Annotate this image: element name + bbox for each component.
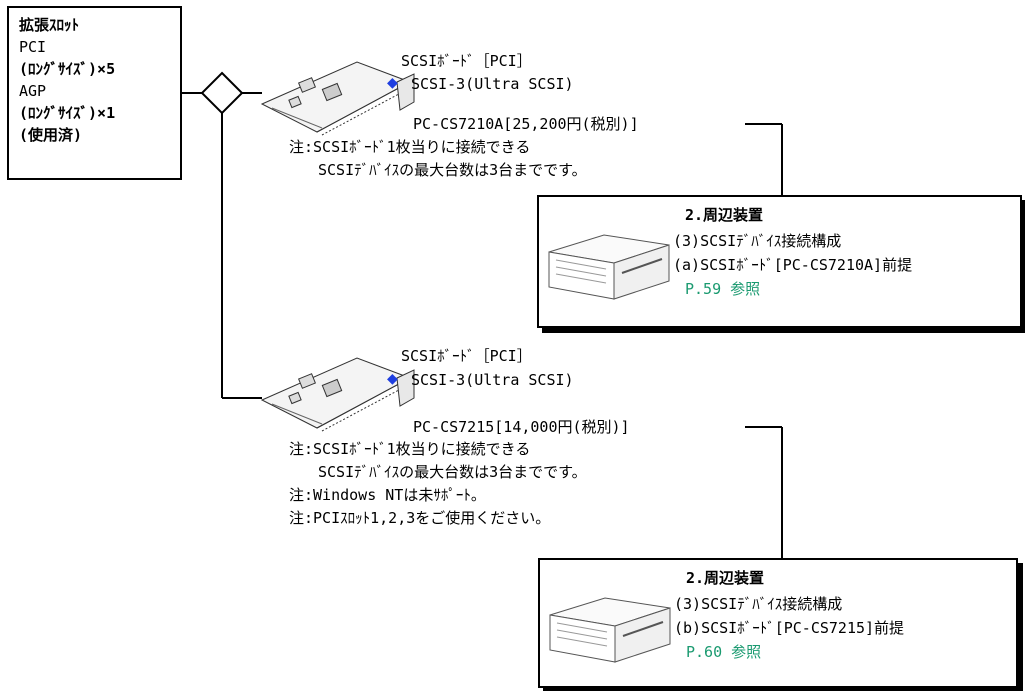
ref-1-line-1: (3)SCSIﾃﾞﾊﾞｲｽ接続構成 xyxy=(673,232,842,250)
ref-1-section: 2.周辺装置 xyxy=(685,206,764,224)
board-2-spec: SCSI-3(Ultra SCSI) xyxy=(411,371,574,389)
ref-1-line-2: (a)SCSIﾎﾞｰﾄﾞ[PC-CS7210A]前提 xyxy=(673,256,913,274)
slot-line-used: (使用済) xyxy=(19,126,83,144)
board-1-note-line-2: SCSIﾃﾞﾊﾞｲｽの最大台数は3台までです。 xyxy=(318,161,587,179)
board-1-spec: SCSI-3(Ultra SCSI) xyxy=(411,75,574,93)
ref-2-page-link[interactable]: P.60 参照 xyxy=(686,643,762,661)
reference-box-scsi-device-a[interactable]: 2.周辺装置 (3)SCSIﾃﾞﾊﾞｲｽ接続構成 (a)SCSIﾎﾞｰﾄﾞ[PC… xyxy=(537,195,1022,328)
board-2-bullet-diamond: ◆ xyxy=(387,368,398,389)
board-2-note-line-2: SCSIﾃﾞﾊﾞｲｽの最大台数は3台までです。 xyxy=(318,463,587,481)
ref-2-line-2: (b)SCSIﾎﾞｰﾄﾞ[PC-CS7215]前提 xyxy=(674,619,905,637)
expansion-slot-box: 拡張ｽﾛｯﾄ PCI (ﾛﾝｸﾞｻｲｽﾞ)×5 AGP (ﾛﾝｸﾞｻｲｽﾞ)×1… xyxy=(7,6,182,180)
slot-line-pci-size: (ﾛﾝｸﾞｻｲｽﾞ)×5 xyxy=(19,60,116,78)
slot-title: 拡張ｽﾛｯﾄ xyxy=(19,16,80,34)
board-2-price: PC-CS7215[14,000円(税別)] xyxy=(413,418,630,436)
reference-box-scsi-device-b[interactable]: 2.周辺装置 (3)SCSIﾃﾞﾊﾞｲｽ接続構成 (b)SCSIﾎﾞｰﾄﾞ[PC… xyxy=(538,558,1018,688)
board-1-note-line-1: 注:SCSIﾎﾞｰﾄﾞ1枚当りに接続できる xyxy=(289,138,531,156)
external-drive-icon xyxy=(548,234,670,300)
ref-2-section: 2.周辺装置 xyxy=(686,569,765,587)
slot-line-agp-size: (ﾛﾝｸﾞｻｲｽﾞ)×1 xyxy=(19,104,116,122)
board-1-bullet-diamond: ◆ xyxy=(387,72,398,93)
board-2-title: SCSIﾎﾞｰﾄﾞ［PCI］ xyxy=(401,347,532,365)
external-drive-icon xyxy=(549,597,671,663)
ref-1-page-link[interactable]: P.59 参照 xyxy=(685,280,761,298)
slot-line-agp: AGP xyxy=(19,82,47,100)
ref-2-line-1: (3)SCSIﾃﾞﾊﾞｲｽ接続構成 xyxy=(674,595,843,613)
board-2-note-line-3: 注:Windows NTは未ｻﾎﾟｰﾄ。 xyxy=(289,486,486,504)
board-1-title: SCSIﾎﾞｰﾄﾞ［PCI］ xyxy=(401,52,532,70)
slot-line-pci: PCI xyxy=(19,38,47,56)
board-1-price: PC-CS7210A[25,200円(税別)] xyxy=(413,115,639,133)
board-2-note-line-1: 注:SCSIﾎﾞｰﾄﾞ1枚当りに接続できる xyxy=(289,440,531,458)
board-2-note-line-4: 注:PCIｽﾛｯﾄ1,2,3をご使用ください。 xyxy=(289,509,551,527)
